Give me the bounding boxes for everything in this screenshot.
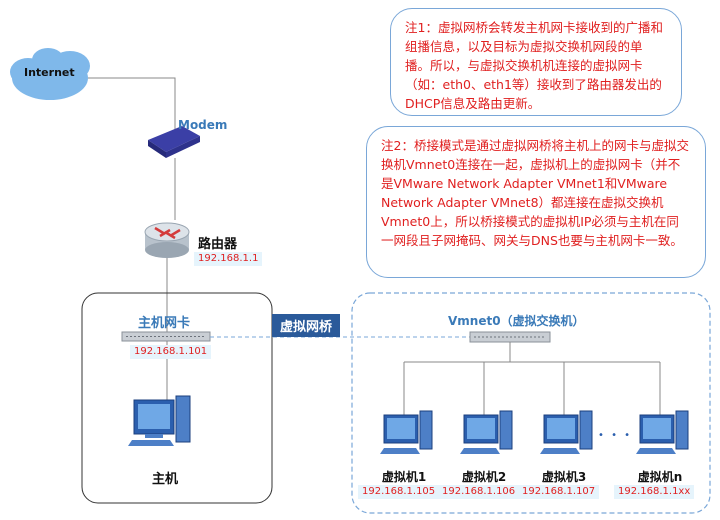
vm-name: 虚拟机n <box>637 470 683 484</box>
vm-ip: 192.168.1.106 <box>438 485 520 499</box>
host-box <box>81 292 273 504</box>
vm-pc-icon <box>636 410 689 454</box>
vswitch-label: Vmnet0（虚拟交换机） <box>448 314 585 328</box>
vm-pc-icon <box>380 410 433 454</box>
vm-pc-icon <box>540 410 593 454</box>
host-pc-icon <box>128 395 191 446</box>
note-2: 注2：桥接模式是通过虚拟网桥将主机上的网卡与虚拟交换机Vmnet0连接在一起，虚… <box>366 126 706 278</box>
router-label: 路由器 <box>198 237 238 252</box>
vm-ip: 192.168.1.105 <box>358 485 440 499</box>
vm-1: 虚拟机1 192.168.1.105 <box>358 412 444 502</box>
host-nic-label: 主机网卡 <box>138 316 191 331</box>
vmnet-box <box>351 292 711 514</box>
vm-ip: 192.168.1.107 <box>518 485 600 499</box>
host-nic-icon <box>121 331 211 342</box>
internet-label: Internet <box>24 66 75 79</box>
internet-cloud-icon <box>10 48 90 100</box>
vswitch-tree <box>403 342 661 415</box>
modem-label: Modem <box>178 118 228 132</box>
vm-name: 虚拟机2 <box>461 470 507 484</box>
bridge-label: 虚拟网桥 <box>272 314 341 337</box>
vm-n: 虚拟机n 192.168.1.1xx <box>614 412 700 502</box>
vm-name: 虚拟机3 <box>541 470 587 484</box>
host-nic-ip: 192.168.1.101 <box>130 345 212 359</box>
modem-icon <box>148 126 200 158</box>
vswitch-icon <box>469 331 551 343</box>
vm-3: 虚拟机3 192.168.1.107 <box>518 412 604 502</box>
router-icon <box>144 222 190 258</box>
note-1: 注1：虚拟网桥会转发主机网卡接收到的广播和组播信息，以及目标为虚拟交换机网段的单… <box>390 8 682 116</box>
vm-pc-icon <box>460 410 513 454</box>
host-label: 主机 <box>152 472 179 487</box>
vm-name: 虚拟机1 <box>381 470 427 484</box>
router-ip: 192.168.1.1 <box>194 252 263 266</box>
vm-ip: 192.168.1.1xx <box>614 485 695 499</box>
vm-ellipsis: • • • <box>598 430 633 441</box>
link-internet-modem <box>88 77 176 130</box>
vm-2: 虚拟机2 192.168.1.106 <box>438 412 524 502</box>
